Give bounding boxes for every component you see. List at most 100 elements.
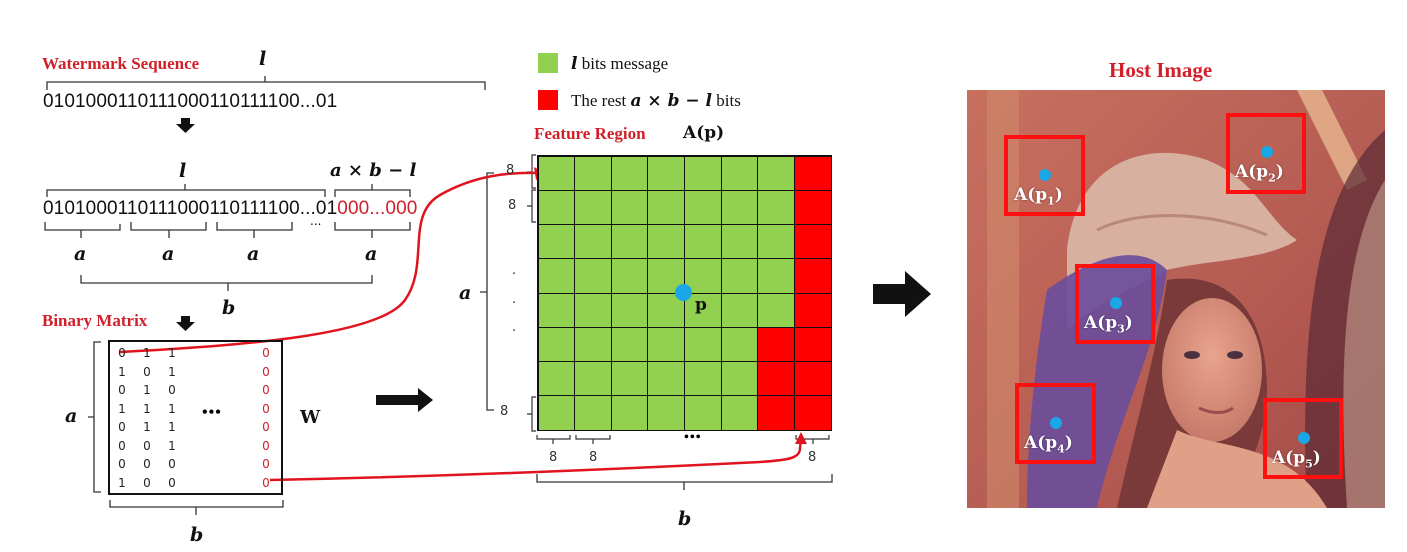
matrix-cell: 0 <box>168 457 176 471</box>
grid-block-message <box>684 189 722 225</box>
grid-block-padding <box>757 361 795 397</box>
matrix-cell: 1 <box>118 364 126 379</box>
padded-length-label-l: l <box>179 160 187 182</box>
region-label-2: A(p2) <box>1235 162 1284 185</box>
group-label-a-3: a <box>247 243 260 265</box>
grid-block-message <box>757 258 795 294</box>
legend-item-rest: The rest a × b − l bits <box>571 91 741 111</box>
grid-block-message <box>610 258 649 294</box>
block-size-label-2: 8 <box>508 198 517 213</box>
block-size-label-5: 8 <box>589 450 598 465</box>
grid-block-message <box>610 155 649 191</box>
region-box-1 <box>1004 135 1085 216</box>
region-box-5 <box>1263 398 1343 479</box>
matrix-cols-label-b: b <box>190 524 204 546</box>
region-label-4: A(p4) <box>1024 433 1073 456</box>
matrix-cell: 0 <box>118 346 126 360</box>
matrix-cell: 1 <box>168 346 176 360</box>
matrix-cell: 0 <box>168 383 176 397</box>
grid-block-message <box>647 155 685 191</box>
region-rows-label-a: a <box>459 282 472 304</box>
grid-block-message <box>574 155 612 191</box>
padding-zero-bits: 000...000 <box>337 198 418 219</box>
grid-block-message <box>537 189 576 225</box>
region-point-3 <box>1110 297 1122 309</box>
grid-block-message <box>720 258 759 294</box>
matrix-ellipsis: ••• <box>202 404 222 421</box>
grid-block-padding <box>793 224 832 260</box>
grid-block-padding <box>793 292 832 328</box>
grid-block-message <box>537 258 576 294</box>
grid-block-message <box>537 326 576 362</box>
grid-block-padding <box>793 189 832 225</box>
padded-message-bits: 0101000110111000110111100...01 <box>43 198 338 219</box>
group-label-a-2: a <box>162 243 175 265</box>
grid-block-padding <box>793 258 832 294</box>
grid-block-message <box>720 224 759 260</box>
matrix-cell: 1 <box>143 346 151 360</box>
matrix-cell: 0 <box>118 438 126 453</box>
grid-block-message <box>537 224 576 260</box>
matrix-cell: 1 <box>143 420 151 434</box>
matrix-cell: 0 <box>143 364 151 379</box>
length-label-l: l <box>259 48 267 70</box>
matrix-cell: 0 <box>143 457 151 471</box>
matrix-cell: 1 <box>168 401 176 416</box>
group-label-a-4: a <box>365 243 378 265</box>
matrix-cell: 1 <box>143 401 151 416</box>
matrix-cell: 0 <box>118 383 126 397</box>
grid-block-message <box>610 292 649 328</box>
grid-block-message <box>610 361 649 397</box>
matrix-cell-padding: 0 <box>262 364 270 379</box>
grid-block-message <box>720 155 759 191</box>
grid-block-message <box>574 189 612 225</box>
grid-block-padding <box>757 326 795 362</box>
host-image-title: Host Image <box>1109 58 1213 82</box>
padded-bit-string: 0101000110111000110111100...01000...000 <box>43 198 417 220</box>
grid-block-message <box>574 292 612 328</box>
grid-block-message <box>757 189 795 225</box>
grid-block-message <box>720 361 759 397</box>
matrix-cell-padding: 0 <box>262 383 270 397</box>
grid-block-message <box>647 189 685 225</box>
grid-block-message <box>610 395 649 431</box>
block-size-label-1: 8 <box>506 163 515 178</box>
block-size-label-3: 8 <box>500 404 509 419</box>
grid-block-message <box>684 395 722 431</box>
grid-block-message <box>537 155 576 191</box>
grid-block-message <box>610 326 649 362</box>
grid-block-message <box>647 326 685 362</box>
grid-block-message <box>684 155 722 191</box>
groups-count-label-b: b <box>222 297 236 319</box>
watermark-bit-string: 0101000110111000110111100...01 <box>43 91 338 112</box>
vertical-dot-3: . <box>512 320 517 335</box>
grid-block-padding <box>793 326 832 362</box>
region-point-1 <box>1039 169 1051 181</box>
matrix-cell-padding: 0 <box>262 457 270 471</box>
feature-region-name: A(p) <box>683 123 725 143</box>
matrix-cell: 0 <box>118 457 126 471</box>
grid-cols-ellipsis: ••• <box>684 430 702 445</box>
binary-matrix-title: Binary Matrix <box>42 311 148 330</box>
grid-block-message <box>537 361 576 397</box>
region-box-2 <box>1226 113 1306 194</box>
region-cols-label-b: b <box>678 508 692 530</box>
padded-ellipsis: ... <box>310 214 322 228</box>
watermark-sequence-title: Watermark Sequence <box>42 54 200 73</box>
matrix-cell: 0 <box>143 438 151 453</box>
grid-block-message <box>574 395 612 431</box>
grid-block-message <box>684 361 722 397</box>
grid-block-message <box>574 224 612 260</box>
grid-block-message <box>574 326 612 362</box>
grid-block-message <box>574 258 612 294</box>
grid-block-message <box>537 292 576 328</box>
region-label-5: A(p5) <box>1272 448 1321 471</box>
host-image: A(p1) A(p2) A(p3) A(p4) A(p5) <box>967 90 1385 508</box>
legend-swatch-green <box>538 53 558 73</box>
region-point-2 <box>1261 146 1273 158</box>
grid-block-padding <box>757 395 795 431</box>
grid-block-message <box>757 224 795 260</box>
feature-region-title: Feature Region <box>534 124 646 143</box>
grid-block-message <box>610 224 649 260</box>
